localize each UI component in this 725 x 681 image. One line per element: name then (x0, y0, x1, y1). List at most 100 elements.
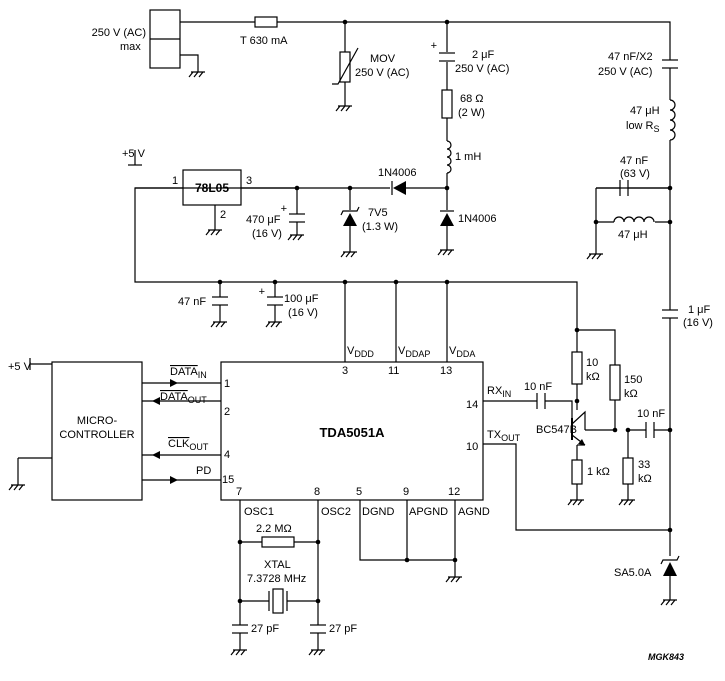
res-10k-value: 10 (586, 357, 598, 369)
cap-10nf-rx-label: 10 nF (524, 381, 552, 393)
cap-10nf-out-label: 10 nF (637, 408, 665, 420)
pin-apgnd-num: 9 (403, 486, 409, 498)
pin-osc2-name: OSC2 (321, 506, 351, 518)
res-150k-unit: kΩ (624, 388, 638, 400)
ic-name: TDA5051A (319, 425, 385, 440)
cap-27pf-1-symbol (232, 624, 248, 634)
ind-47uh-rs-symbol (669, 99, 676, 141)
cap-27pf-1-label: 27 pF (251, 623, 279, 635)
svg-text:+: + (259, 286, 265, 298)
xtal-name: XTAL (264, 559, 291, 571)
cap-10nf-out-symbol (645, 422, 655, 438)
zener-name: 7V5 (368, 207, 388, 219)
pin-vddap-name: VDDAP (398, 345, 430, 359)
tvs-label: SA5.0A (614, 567, 652, 579)
cap-470uf-rating: (16 V) (252, 228, 282, 240)
ind-47uh-symbol (613, 216, 655, 223)
pin-pd-name: PD (196, 465, 211, 477)
pin-tx-out-name: TXOUT (487, 429, 521, 443)
res-2m2-label: 2.2 MΩ (256, 523, 292, 535)
pin-agnd-num: 12 (448, 486, 460, 498)
regulator-pin-gnd: 2 (220, 209, 226, 221)
cap-1uf-rating: (16 V) (683, 317, 713, 329)
supply-top-label: +5 V (122, 148, 146, 160)
xtal-symbol (268, 588, 288, 614)
regulator-name: 78L05 (195, 181, 229, 195)
mcu-signal-arrows (152, 379, 178, 484)
res-68-power: (2 W) (458, 107, 485, 119)
diode-top-label: 1N4006 (378, 167, 417, 179)
ind-1mh-symbol (446, 140, 452, 174)
pin-osc1-name: OSC1 (244, 506, 274, 518)
cap-47nf-63v-symbol (596, 180, 670, 196)
pin-osc1-num: 7 (236, 486, 242, 498)
cap-470uf-symbol: + (281, 203, 305, 223)
res-10k-unit: kΩ (586, 371, 600, 383)
diode-1n4006-bottom-symbol (440, 210, 454, 226)
pin-vdda-num: 13 (440, 365, 452, 377)
pin-clk-out-name: CLKOUT (168, 438, 209, 452)
pin-data-out-name: DATAOUT (160, 391, 207, 405)
ind-47uh-label: 47 μH (618, 229, 648, 241)
cap-27pf-2-symbol (310, 624, 326, 634)
xtal-freq: 7.3728 MHz (247, 573, 306, 585)
mov-name-label: MOV (370, 53, 396, 65)
pin-rx-in-name: RXIN (487, 385, 511, 399)
cap-47nf-x2-value: 47 nF/X2 (608, 51, 653, 63)
res-150k-value: 150 (624, 374, 642, 386)
cap-47nf-dec-label: 47 nF (178, 296, 206, 308)
ind-47uh-rs-label: low RS (626, 120, 660, 134)
pin-dgnd-num: 5 (356, 486, 362, 498)
cap-47nf-63v-rating: (63 V) (620, 168, 650, 180)
res-2m2-symbol (261, 536, 295, 548)
pin-data-in-name: DATAIN (170, 366, 207, 380)
wires (17, 21, 671, 650)
mcu-line2: CONTROLLER (59, 429, 134, 441)
microcontroller-box (51, 361, 143, 501)
cap-470uf-value: 470 μF (246, 214, 281, 226)
supply-mcu-label: +5 V (8, 361, 32, 373)
cap-47nf-dec-symbol (212, 296, 228, 306)
res-33k-value: 33 (638, 459, 650, 471)
pin-rx-in-num: 14 (466, 399, 478, 411)
cap-2uf-rating: 250 V (AC) (455, 63, 509, 75)
cap-1uf-value: 1 μF (688, 304, 711, 316)
svg-text:+: + (281, 203, 287, 215)
mains-connector (149, 9, 181, 69)
cap-100uf-rating: (16 V) (288, 307, 318, 319)
transistor-label: BC547B (536, 424, 577, 436)
cap-100uf-value: 100 μF (284, 293, 319, 305)
regulator-pin-in: 1 (172, 175, 178, 187)
mains-voltage-label: 250 V (AC) (92, 27, 146, 39)
pin-data-in-num: 1 (224, 378, 230, 390)
tvs-sa50a-symbol (660, 555, 680, 576)
tda5051a-box (220, 361, 484, 501)
mov-rating-label: 250 V (AC) (355, 67, 409, 79)
cap-2uf-value: 2 μF (472, 49, 495, 61)
cap-100uf-symbol: + (259, 286, 283, 306)
mcu-line1: MICRO- (77, 415, 118, 427)
zener-power: (1.3 W) (362, 221, 398, 233)
svg-text:+: + (431, 40, 437, 52)
res-10k-symbol (571, 351, 583, 385)
diode-1n4006-top-symbol (391, 181, 406, 195)
mov-symbol (332, 47, 359, 85)
mains-max-label: max (120, 41, 141, 53)
figure-code: MGK843 (648, 652, 684, 662)
ind-47uh-rs-value: 47 μH (630, 105, 660, 117)
cap-47nf-x2-symbol (662, 59, 678, 69)
cap-2uf-symbol: + (431, 40, 455, 62)
pin-vdda-name: VDDA (449, 345, 475, 359)
cap-10nf-rx-symbol (536, 393, 546, 409)
regulator-pin-out: 3 (246, 175, 252, 187)
pin-dgnd-name: DGND (362, 506, 394, 518)
cap-47nf-63v-value: 47 nF (620, 155, 648, 167)
res-1k-symbol (571, 459, 583, 485)
zener-symbol (340, 206, 360, 226)
res-68-symbol (441, 89, 453, 119)
junctions (217, 19, 673, 604)
fuse-symbol (254, 16, 278, 28)
cap-27pf-2-label: 27 pF (329, 623, 357, 635)
pin-tx-out-num: 10 (466, 441, 478, 453)
